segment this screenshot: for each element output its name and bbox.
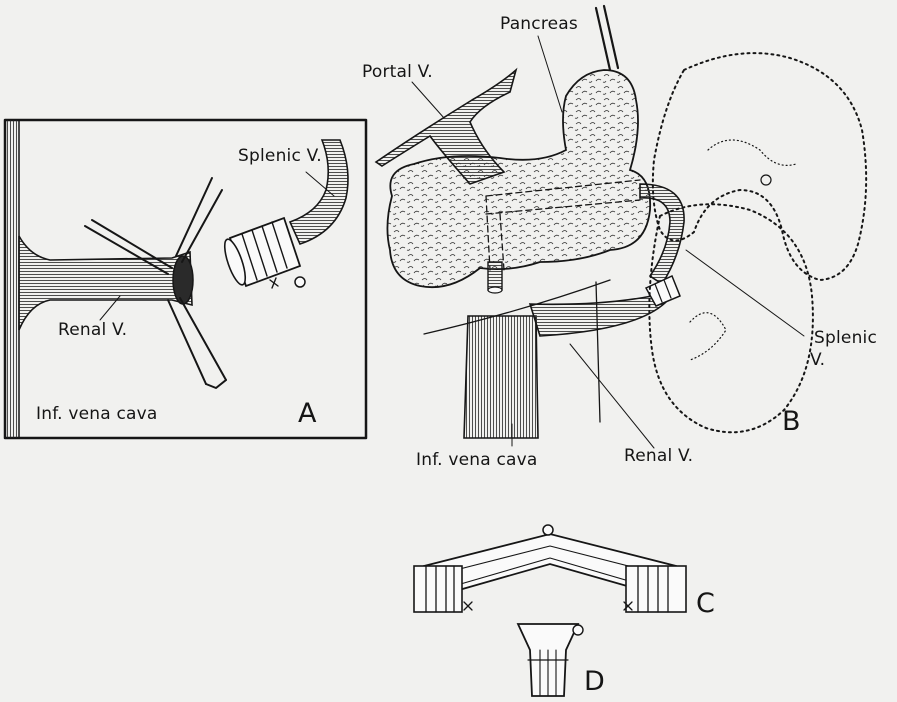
label-panel-a: A [298,400,317,427]
label-portal-v: Portal V. [362,64,433,81]
label-panel-b: B [782,408,801,435]
label-panel-d: D [584,668,605,695]
label-inf-vena-cava-b: Inf. vena cava [416,452,538,469]
spleen-outline [653,53,866,280]
retractor [596,8,610,70]
panel-b [376,6,866,448]
panel-c [414,525,686,612]
renal-vein-cut-end [173,256,193,304]
pancreas [387,70,650,287]
vena-cava-a [5,120,19,438]
label-panel-c: C [696,590,715,617]
inf-vena-cava-b [464,316,538,438]
label-pancreas: Pancreas [500,16,578,33]
tube-port [543,525,553,535]
label-inf-vena-cava-a: Inf. vena cava [36,406,158,423]
right-coupler-rings [624,566,686,612]
renal-vein-a [19,236,192,330]
label-renal-v-b: Renal V. [624,448,693,465]
label-splenic-v-b-line2: V. [810,352,825,369]
panel-a [5,120,366,438]
panel-d [518,624,583,696]
label-renal-v-a: Renal V. [58,322,127,339]
label-splenic-v-b-line1: Splenic [814,330,877,347]
label-splenic-v-a: Splenic V. [238,148,322,165]
vessel-stub [488,262,502,290]
